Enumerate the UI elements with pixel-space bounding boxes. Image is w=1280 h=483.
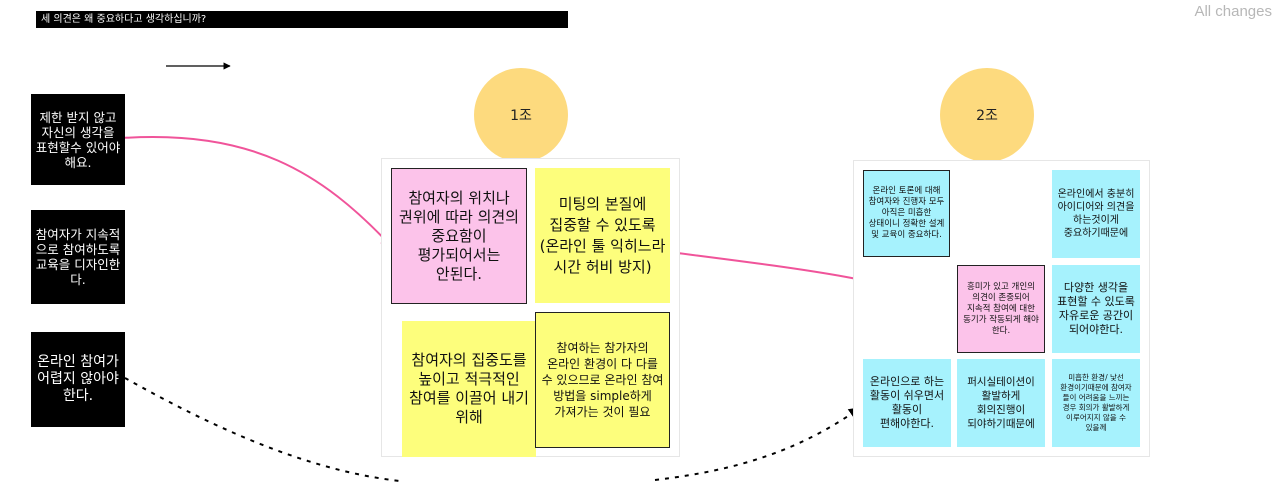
left-note-2[interactable]: 참여자가 지속적으로 참여하도록 교육을 디자인한다.	[31, 210, 125, 304]
group-1-note-2[interactable]: 미팅의 본질에 집중할 수 있도록 (온라인 툴 익히느라 시간 허비 방지)	[535, 168, 670, 303]
sticky-text: 온라인으로 하는 활동이 쉬우면서 활동이 편해야한다.	[869, 375, 945, 430]
group-1-note-3[interactable]: 참여자의 집중도를 높이고 적극적인 참여를 이끌어 내기 위해	[402, 321, 536, 457]
group-2-note-5[interactable]: 온라인으로 하는 활동이 쉬우면서 활동이 편해야한다.	[863, 359, 951, 447]
left-note-3[interactable]: 온라인 참여가 어렵지 않아야 한다.	[31, 332, 125, 427]
group-1-note-1[interactable]: 참여자의 위치나 권위에 따라 의견의 중요함이 평가되어서는 안된다.	[391, 168, 527, 304]
pink-connector-1[interactable]	[121, 136, 393, 248]
group-2-label[interactable]: 2조	[940, 68, 1034, 162]
group-2-note-6[interactable]: 퍼시실테이션이 활발하게 회의진행이 되야하기때문에	[957, 359, 1045, 447]
question-title: 세 의견은 왜 중요하다고 생각하십니까?	[36, 11, 568, 28]
group-2-note-7[interactable]: 미흡한 환경/ 낯선 환경이기때문에 참여자 들이 어려움을 느끼는 경우 회의…	[1052, 359, 1140, 447]
sticky-text: 온라인 토론에 대해 참여자와 진행자 모두 아직은 미흡한 상태이니 정확한 …	[868, 186, 945, 240]
left-note-text: 제한 받지 않고 자신의 생각을 표현할수 있어야 해요.	[35, 109, 121, 170]
group-2-note-4[interactable]: 다양한 생각을 표현할 수 있도록 자유로운 공간이 되어야한다.	[1052, 265, 1140, 353]
group-2-note-2[interactable]: 온라인에서 충분히 아이디어와 의견을 하는것이게 중요하기때문에	[1052, 170, 1140, 258]
left-note-1[interactable]: 제한 받지 않고 자신의 생각을 표현할수 있어야 해요.	[31, 94, 125, 185]
group-2-label-text: 2조	[976, 108, 998, 124]
group-1-note-4[interactable]: 참여하는 참가자의 온라인 환경이 다 다를 수 있으므로 온라인 참여 방법을…	[535, 312, 670, 448]
all-changes-link[interactable]: All changes	[1194, 3, 1272, 20]
group-1-label[interactable]: 1조	[474, 68, 568, 162]
sticky-text: 미흡한 환경/ 낯선 환경이기때문에 참여자 들이 어려움을 느끼는 경우 회의…	[1060, 373, 1132, 432]
sticky-text: 퍼시실테이션이 활발하게 회의진행이 되야하기때문에	[967, 376, 1035, 430]
sticky-text: 미팅의 본질에 집중할 수 있도록 (온라인 툴 익히느라 시간 허비 방지)	[539, 194, 666, 276]
sticky-text: 다양한 생각을 표현할 수 있도록 자유로운 공간이 되어야한다.	[1057, 281, 1135, 336]
left-note-text: 참여자가 지속적으로 참여하도록 교육을 디자인한다.	[35, 227, 121, 287]
sticky-text: 온라인에서 충분히 아이디어와 의견을 하는것이게 중요하기때문에	[1057, 189, 1135, 239]
group-2-note-3[interactable]: 흥미가 있고 개인의 의견이 존중되어 지속적 참여에 대한 동기가 작동되게 …	[957, 265, 1045, 353]
sticky-text: 참여하는 참가자의 온라인 환경이 다 다를 수 있으므로 온라인 참여 방법을…	[541, 341, 664, 419]
group-2-note-1[interactable]: 온라인 토론에 대해 참여자와 진행자 모두 아직은 미흡한 상태이니 정확한 …	[863, 170, 950, 257]
left-note-text: 온라인 참여가 어렵지 않아야 한다.	[37, 354, 119, 404]
sticky-text: 참여자의 집중도를 높이고 적극적인 참여를 이끌어 내기 위해	[409, 351, 529, 426]
dotted-connector[interactable]	[124, 377, 860, 482]
sticky-text: 흥미가 있고 개인의 의견이 존중되어 지속적 참여에 대한 동기가 작동되게 …	[963, 281, 1039, 336]
sticky-text: 참여자의 위치나 권위에 따라 의견의 중요함이 평가되어서는 안된다.	[399, 188, 519, 283]
group-1-label-text: 1조	[510, 108, 532, 124]
